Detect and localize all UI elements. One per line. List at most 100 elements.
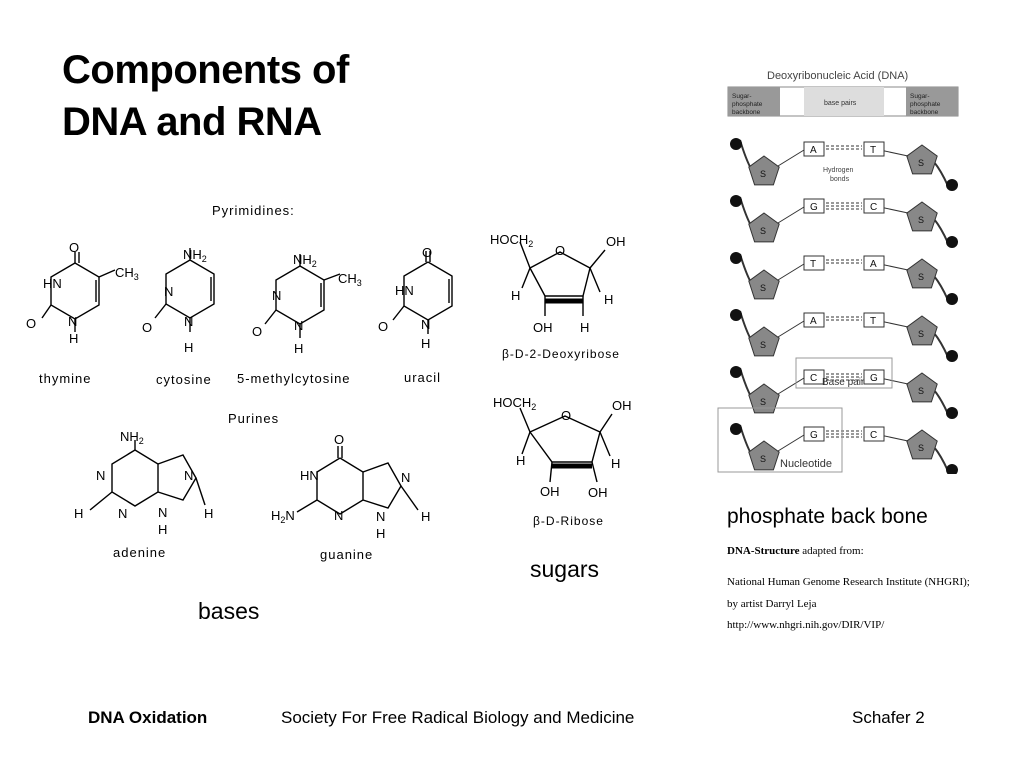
- svg-text:H: H: [421, 336, 430, 351]
- svg-text:NH2: NH2: [183, 247, 207, 264]
- svg-text:H: H: [580, 320, 589, 335]
- sugar-left: [748, 269, 780, 300]
- phosphate-right: [946, 350, 958, 362]
- cytosine-label: cytosine: [156, 372, 212, 387]
- pyrimidines-heading: Pyrimidines:: [212, 203, 295, 218]
- svg-text:HN: HN: [43, 276, 62, 291]
- svg-text:H: H: [611, 456, 620, 471]
- connector-right: [879, 377, 909, 385]
- sugar-left-label: S: [760, 169, 766, 179]
- sugar-left: [748, 383, 780, 414]
- sugars-caption: sugars: [530, 556, 600, 582]
- base-left: G: [810, 202, 818, 213]
- connector-right: [879, 149, 909, 157]
- credit-url: http://www.nhgri.nih.gov/DIR/VIP/: [727, 619, 885, 631]
- base-left: A: [810, 316, 817, 327]
- svg-text:HN: HN: [300, 468, 319, 483]
- svg-text:phosphate: phosphate: [910, 101, 941, 108]
- sugar-right: [906, 144, 938, 175]
- sugar-left: [748, 326, 780, 357]
- credit-rest: adapted from:: [799, 545, 864, 557]
- adenine-label: adenine: [113, 545, 167, 560]
- svg-text:H: H: [421, 509, 430, 524]
- svg-text:O: O: [26, 316, 36, 331]
- sugar-right: [906, 201, 938, 232]
- credit-bold: DNA-Structure: [727, 545, 800, 557]
- connector-left: [777, 263, 805, 281]
- svg-text:O: O: [69, 240, 79, 255]
- svg-text:O: O: [422, 245, 432, 260]
- base-right-box: [863, 426, 885, 442]
- sugar-left: [748, 440, 780, 471]
- phosphate-right: [946, 236, 958, 248]
- credit-line-1: DNA-Structure adapted from:: [727, 545, 864, 557]
- title-line-1: Components of: [62, 48, 349, 92]
- footer-right: Schafer 2: [852, 708, 925, 727]
- phosphate-left: [730, 423, 742, 435]
- svg-text:CH3: CH3: [115, 265, 139, 282]
- base-left-box: [803, 141, 825, 157]
- svg-text:N: N: [401, 470, 410, 485]
- connector-left: [777, 377, 805, 395]
- bases-caption: bases: [198, 598, 260, 624]
- footer-center: Society For Free Radical Biology and Med…: [281, 708, 635, 727]
- svg-text:N: N: [294, 318, 303, 333]
- nucleotide-label: Nucleotide: [780, 458, 832, 470]
- base-left: C: [810, 373, 817, 384]
- svg-text:backbone: backbone: [732, 109, 761, 116]
- svg-text:HOCH2: HOCH2: [493, 395, 536, 412]
- phosphate-left: [730, 195, 742, 207]
- svg-text:H: H: [74, 506, 83, 521]
- svg-text:H: H: [604, 292, 613, 307]
- svg-text:H: H: [204, 506, 213, 521]
- sugar-right: [906, 258, 938, 289]
- base-right-box: [863, 312, 885, 328]
- sugar-right-label: S: [918, 272, 924, 282]
- svg-text:backbone: backbone: [910, 109, 939, 116]
- uracil-label: uracil: [404, 370, 442, 385]
- svg-text:H: H: [69, 331, 78, 346]
- sugar-right: [906, 429, 938, 460]
- base-right-box: [863, 141, 885, 157]
- methylcytosine-label: 5-methylcytosine: [237, 371, 351, 386]
- svg-text:NH2: NH2: [120, 429, 144, 446]
- base-right: C: [870, 202, 877, 213]
- connector-left: [777, 149, 805, 167]
- base-pairs-label: base pairs: [824, 100, 857, 107]
- title-line-2: DNA and RNA: [62, 100, 322, 144]
- svg-text:H: H: [294, 341, 303, 356]
- deoxyribose-label: β-D-2-Deoxyribose: [502, 347, 620, 361]
- base-right: T: [870, 145, 876, 156]
- base-left: A: [810, 145, 817, 156]
- base-right: G: [870, 373, 878, 384]
- svg-text:O: O: [555, 243, 565, 258]
- dna-structure-diagram: Deoxyribonucleic Acid (DNA) Sugar- phosp…: [717, 70, 959, 474]
- svg-text:OH: OH: [540, 484, 560, 499]
- svg-text:Hydrogen: Hydrogen: [823, 167, 853, 174]
- slide-title: Components of DNA and RNA: [62, 44, 349, 148]
- svg-text:N: N: [158, 505, 167, 520]
- sugar-left-label: S: [760, 397, 766, 407]
- svg-text:N: N: [184, 468, 193, 483]
- svg-text:O: O: [252, 324, 262, 339]
- svg-text:N: N: [96, 468, 105, 483]
- footer-left: DNA Oxidation: [88, 708, 208, 727]
- svg-text:HN: HN: [395, 283, 414, 298]
- phosphate-left: [730, 138, 742, 150]
- phosphate-right: [946, 464, 958, 474]
- ribose-label: β-D-Ribose: [533, 514, 604, 528]
- svg-text:N: N: [334, 508, 343, 523]
- svg-text:Sugar-: Sugar-: [732, 93, 752, 100]
- svg-text:O: O: [142, 320, 152, 335]
- connector-right: [879, 320, 909, 328]
- phosphate-right: [946, 179, 958, 191]
- base-left: T: [810, 259, 816, 270]
- sugar-left-label: S: [760, 454, 766, 464]
- base-left-box: [803, 426, 825, 442]
- svg-text:OH: OH: [612, 398, 632, 413]
- svg-text:N: N: [272, 288, 281, 303]
- sugar-left-label: S: [760, 283, 766, 293]
- connector-left: [777, 206, 805, 224]
- svg-text:bonds: bonds: [830, 176, 850, 183]
